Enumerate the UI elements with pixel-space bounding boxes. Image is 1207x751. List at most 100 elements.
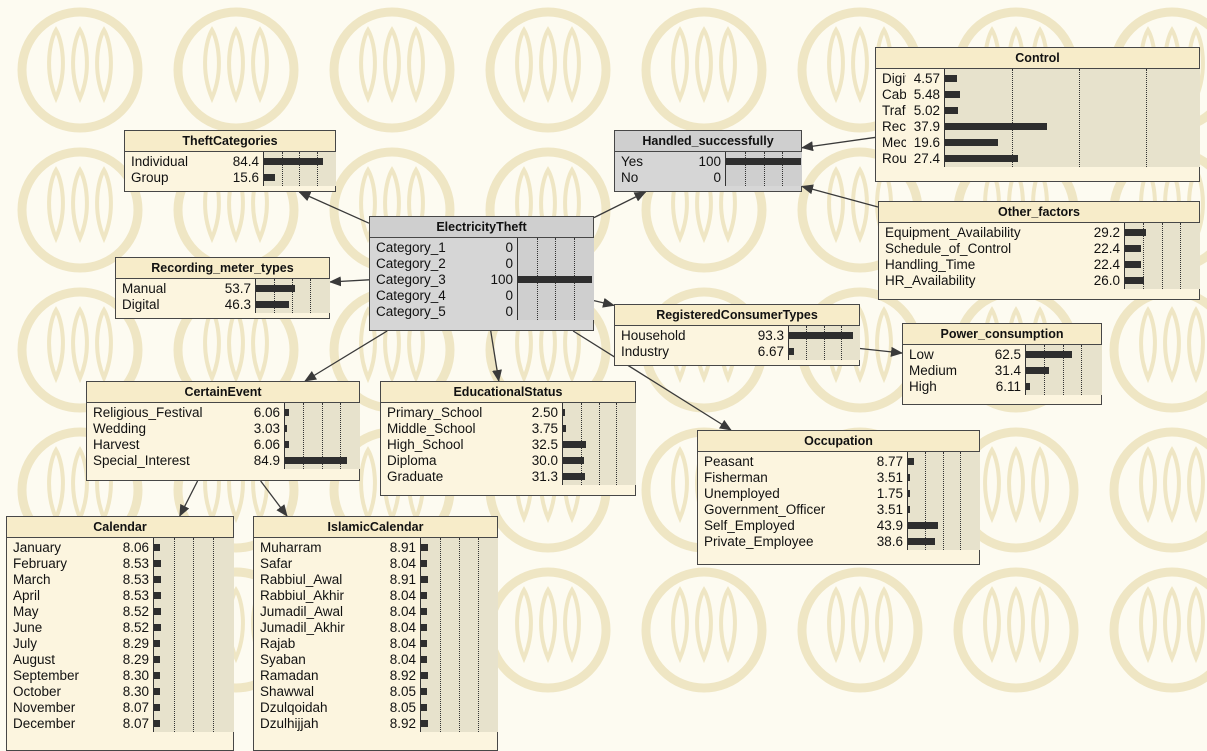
probability-bar xyxy=(154,656,160,663)
node-states: Category_10Category_20Category_3100Categ… xyxy=(370,238,593,320)
state-probability: 8.05 xyxy=(374,700,416,716)
state-row[interactable]: Cables_Management5.48 xyxy=(876,87,1199,103)
probability-bar xyxy=(908,490,910,497)
state-probability: 6.06 xyxy=(238,405,280,421)
state-label: May xyxy=(13,604,115,620)
probability-bar xyxy=(154,592,161,599)
state-label: Special_Interest xyxy=(93,453,246,469)
state-label: Safar xyxy=(260,556,382,572)
probability-bar xyxy=(285,425,287,432)
node-control[interactable]: ControlDigital_Metering4.57Cables_Manage… xyxy=(875,47,1200,182)
state-probability: 8.92 xyxy=(374,716,416,732)
state-label: Wedding xyxy=(93,421,246,437)
state-row[interactable]: Trafo_Management5.02 xyxy=(876,103,1199,119)
state-row[interactable]: Routine_Supervision27.4 xyxy=(876,151,1199,167)
state-probability: 8.30 xyxy=(107,684,149,700)
probability-bar xyxy=(421,720,428,727)
state-label: High xyxy=(909,379,987,395)
state-row[interactable]: Recording_Meter_Managem...37.9 xyxy=(876,119,1199,135)
state-probability: 8.52 xyxy=(107,620,149,636)
state-label: Rajab xyxy=(260,636,382,652)
state-label: Category_3 xyxy=(376,272,479,288)
state-probability: 46.3 xyxy=(209,297,251,313)
link-electricity-theft-to-recording-meter xyxy=(330,280,369,282)
state-row[interactable]: Digital_Metering4.57 xyxy=(876,71,1199,87)
state-probability: 8.53 xyxy=(107,556,149,572)
state-probability: 15.6 xyxy=(217,170,259,186)
state-row[interactable]: Mechanical_Training19.6 xyxy=(876,135,1199,151)
